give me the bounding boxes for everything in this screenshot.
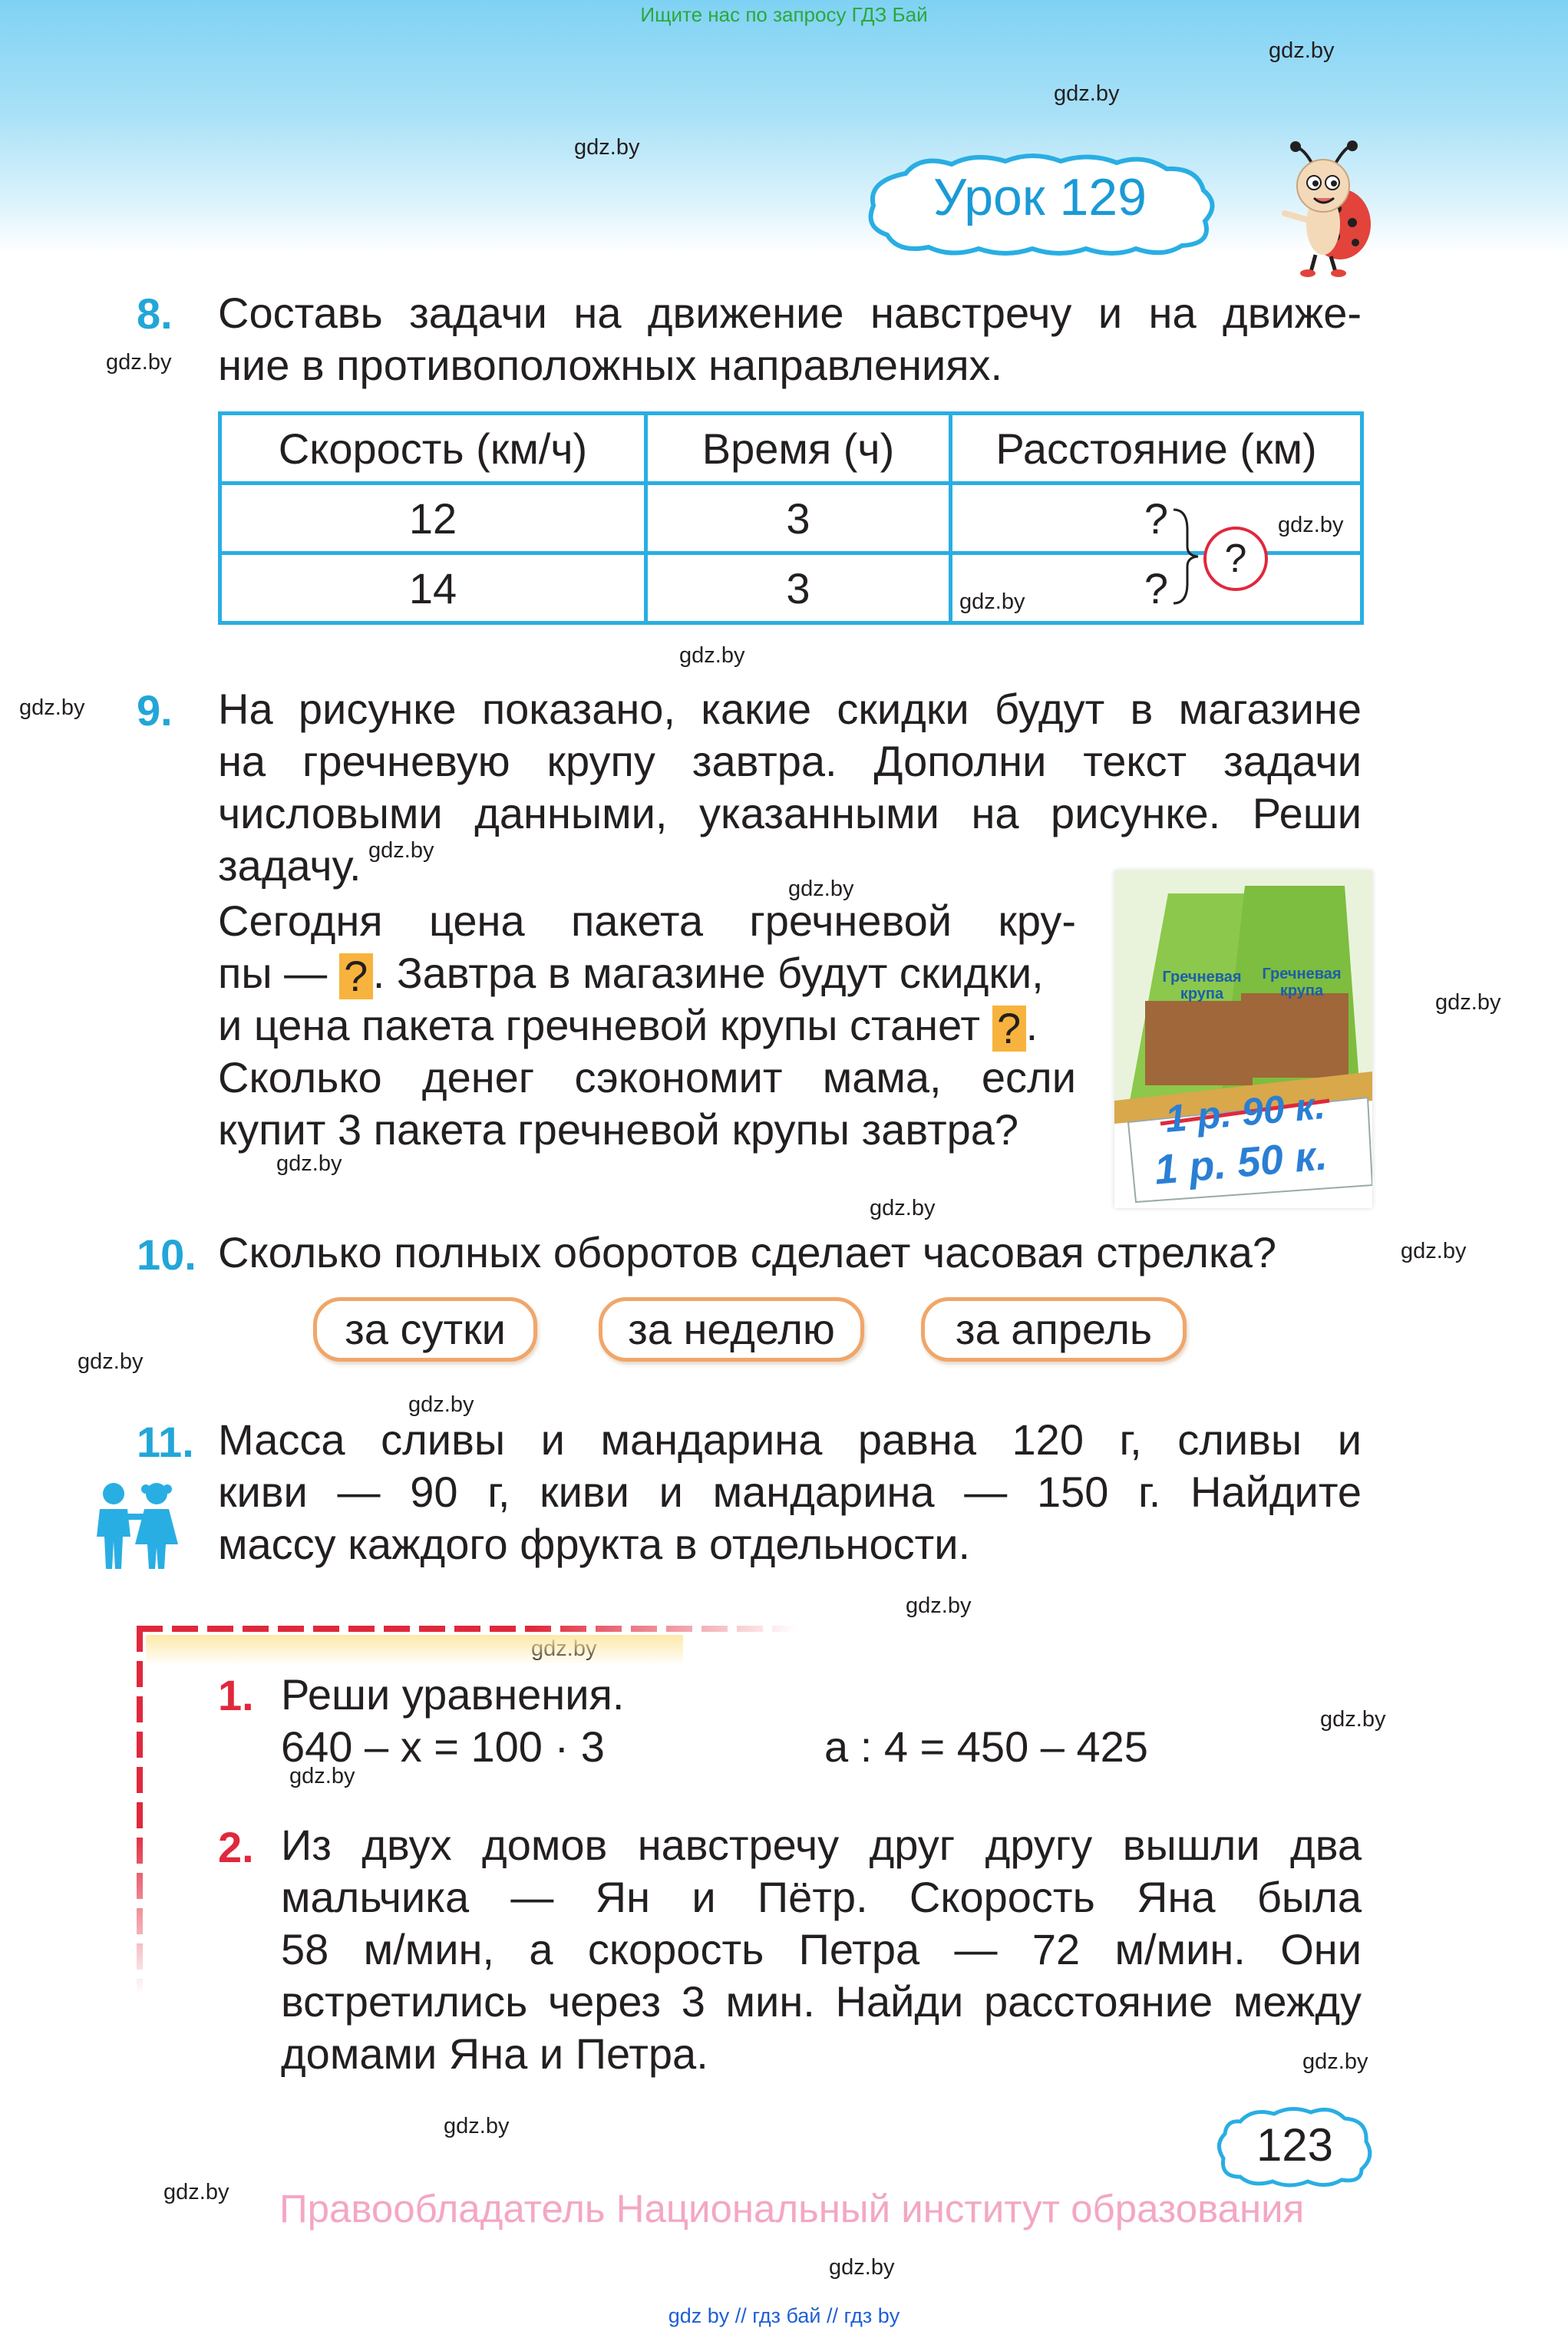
box-top-border xyxy=(137,1626,797,1632)
table-header-distance: Расстояние (км) xyxy=(949,411,1364,485)
task-11-line-1: Масса сливы и мандарина равна 120 г, сли… xyxy=(218,1415,1362,1464)
brace-question-circle: ? xyxy=(1203,527,1268,591)
task-11-number: 11. xyxy=(137,1418,194,1466)
header-sky-background xyxy=(0,0,1568,253)
task-10-number: 10. xyxy=(137,1230,196,1279)
ladybug-icon xyxy=(1282,140,1371,277)
table-cell: 3 xyxy=(644,551,952,625)
task-11-line-2: киви — 90 г, киви и мандарина — 150 г. Н… xyxy=(218,1468,1362,1516)
task-8-line-2: ние в противоположных направлениях. xyxy=(218,341,1003,389)
table-cell: 12 xyxy=(218,481,648,555)
box-task-2-line-2: мальчика — Ян и Пётр. Скорость Яна была xyxy=(281,1873,1362,1921)
task-9-line-4: задачу. xyxy=(218,841,361,890)
task-9-problem-line-3: и цена пакета гречневой крупы станет ?. xyxy=(218,999,1085,1052)
price-placeholder: ? xyxy=(992,1006,1026,1052)
watermark: gdz.by xyxy=(289,1764,355,1788)
table-header-speed: Скорость (км/ч) xyxy=(218,411,648,485)
watermark: gdz.by xyxy=(906,1593,972,1618)
task-11-line-3: массу каждого фрукта в отдельности. xyxy=(218,1520,971,1568)
option-week: за неделю xyxy=(599,1297,864,1362)
box-task-2-number: 2. xyxy=(218,1823,254,1871)
option-april: за апрель xyxy=(921,1297,1187,1362)
task-10-text: Сколько полных оборотов сделает часовая … xyxy=(218,1228,1276,1276)
lesson-title: Урок 129 xyxy=(933,168,1147,226)
watermark: gdz.by xyxy=(408,1392,474,1417)
watermark: gdz.by xyxy=(19,695,85,720)
curly-brace-icon xyxy=(1173,508,1199,605)
page-number-cloud xyxy=(1217,2107,1372,2188)
table-cell: ? xyxy=(949,551,1364,625)
table-row: 12 3 ? xyxy=(218,481,1364,555)
lesson-title-cloud xyxy=(868,154,1215,256)
box-task-1-number: 1. xyxy=(218,1671,254,1719)
watermark: gdz.by xyxy=(870,1196,936,1220)
task-9-problem-line-2: пы — ?. Завтра в магазине будут скидки, xyxy=(218,947,1085,1000)
buckwheat-illustration: Гречневая крупа Гречневая крупа 1 р. 90 … xyxy=(1114,870,1372,1208)
text: и цена пакета гречневой крупы станет xyxy=(218,1001,992,1049)
watermark: gdz.by xyxy=(1435,990,1501,1015)
watermark: gdz.by xyxy=(1401,1239,1467,1263)
watermark: gdz.by xyxy=(1320,1707,1386,1732)
table-header-row: Скорость (км/ч) Время (ч) Расстояние (км… xyxy=(218,411,1364,485)
equation-2: a : 4 = 450 – 425 xyxy=(824,1722,1148,1771)
option-day: за сутки xyxy=(313,1297,537,1362)
task-8-line-1: Составь задачи на движение навстречу и н… xyxy=(218,289,1362,337)
watermark: gdz.by xyxy=(574,135,640,160)
box-task-2-line-1: Из двух домов навстречу друг другу вышли… xyxy=(281,1821,1362,1869)
task-8-number: 8. xyxy=(137,289,173,338)
task-9-problem-line-4: Сколько денег сэкономит мама, если xyxy=(218,1053,1076,1101)
bag-label-2: крупа xyxy=(1180,986,1224,1002)
table-cell: ? xyxy=(949,481,1364,555)
task-9-line-1: На рисунке показано, какие скидки будут … xyxy=(218,685,1362,733)
task-9-number: 9. xyxy=(137,686,173,735)
page-number: 123 xyxy=(1256,2119,1334,2171)
box-task-1-text: Реши уравнения. xyxy=(281,1670,625,1719)
watermark: gdz.by xyxy=(1054,81,1120,106)
task-9-line-3: числовыми данными, указанными на рисунке… xyxy=(218,789,1362,837)
watermark: gdz.by xyxy=(788,877,854,901)
task-9-line-2: на гречневую крупу завтра. Дополни текст… xyxy=(218,737,1362,785)
box-left-border xyxy=(137,1626,143,1994)
text: . Завтра в магазине будут скидки, xyxy=(372,949,1044,997)
watermark: gdz.by xyxy=(276,1151,342,1176)
table-header-time: Время (ч) xyxy=(644,411,952,485)
equation-1: 640 – x = 100 · 3 xyxy=(281,1722,605,1771)
top-search-note: Ищите нас по запросу ГДЗ Бай xyxy=(640,3,928,26)
watermark: gdz.by xyxy=(1269,38,1335,63)
footer-links: gdz by // гдз бай // гдз by xyxy=(668,2304,900,2327)
watermark: gdz.by xyxy=(1302,2049,1368,2074)
bag-label-1: Гречневая xyxy=(1262,966,1342,982)
copyright-owner: Правообладатель Национальный институт об… xyxy=(279,2187,1305,2231)
watermark: gdz.by xyxy=(679,643,745,668)
text: . xyxy=(1025,1001,1038,1049)
box-shade xyxy=(146,1635,683,1666)
price-placeholder: ? xyxy=(338,953,373,1000)
buckwheat-bags-icon xyxy=(1114,870,1372,1204)
box-task-2-line-3: 58 м/мин, а скорость Петра — 72 м/мин. О… xyxy=(281,1925,1362,1973)
watermark: gdz.by xyxy=(163,2180,229,2204)
box-task-2-line-5: домами Яна и Петра. xyxy=(281,2029,708,2078)
bag-label-1: Гречневая xyxy=(1162,969,1242,986)
watermark: gdz.by xyxy=(78,1349,144,1374)
text: пы — xyxy=(218,949,339,997)
speed-time-distance-table: Скорость (км/ч) Время (ч) Расстояние (км… xyxy=(218,411,1364,625)
task-9-problem-line-5: купит 3 пакета гречневой крупы завтра? xyxy=(218,1105,1019,1154)
bag-label-2: крупа xyxy=(1279,982,1324,999)
watermark: gdz.by xyxy=(444,2114,510,2138)
watermark: gdz.by xyxy=(368,838,434,863)
watermark: gdz.by xyxy=(106,350,172,375)
table-row: 14 3 ? xyxy=(218,551,1364,625)
box-task-2-line-4: встретились через 3 мин. Найди расстояни… xyxy=(281,1977,1362,2026)
pair-work-icon xyxy=(97,1483,178,1569)
task-9-problem-line-1: Сегодня цена пакета гречневой кру- xyxy=(218,897,1076,945)
table-cell: 3 xyxy=(644,481,952,555)
table-cell: 14 xyxy=(218,551,648,625)
watermark: gdz.by xyxy=(829,2255,895,2280)
